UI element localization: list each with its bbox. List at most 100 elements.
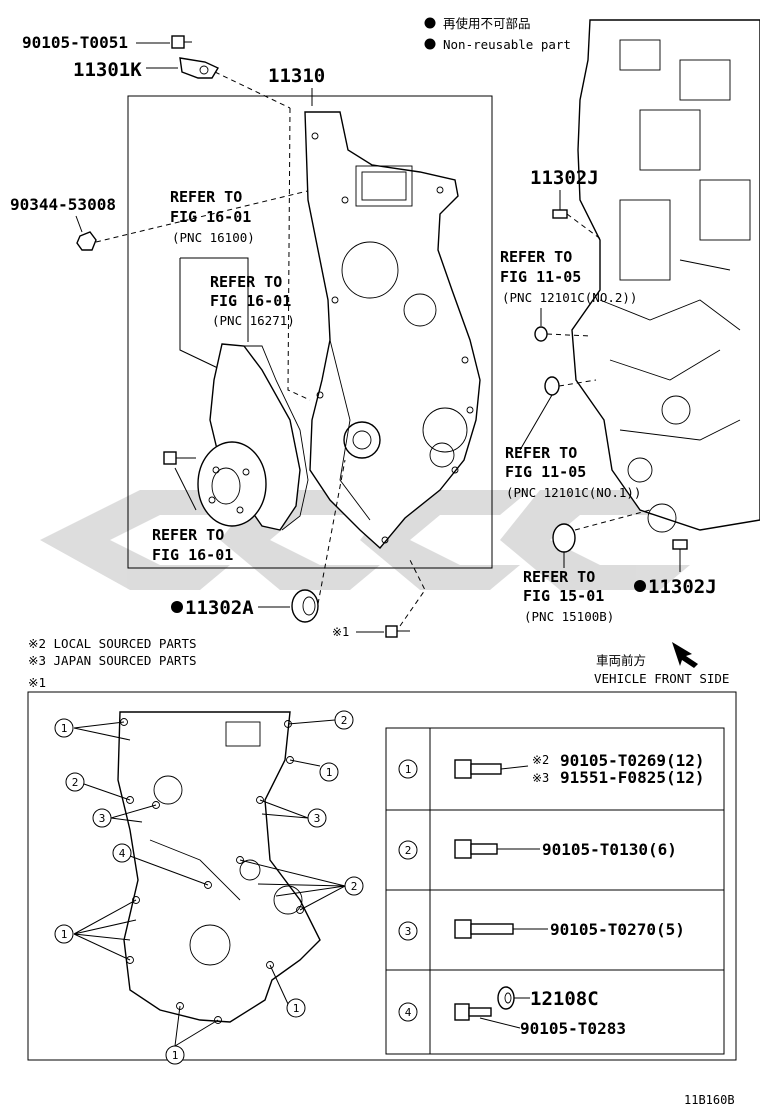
front-arrow-icon (672, 642, 698, 668)
svg-text:REFER TO: REFER TO (505, 444, 577, 462)
callout-3: 3 (259, 799, 327, 828)
part-11310: 11310 (268, 65, 325, 87)
svg-text:91551-F0825(12): 91551-F0825(12) (560, 768, 705, 787)
svg-text:(PNC 12101C(NO.1)): (PNC 12101C(NO.1)) (506, 485, 641, 500)
dowel-pin-icon (552, 209, 568, 219)
callout-2: 2 (65, 772, 131, 801)
non-reusable-dot-icon (634, 580, 646, 592)
refer-to-fig-16-01-c: REFER TO FIG 16-01 (152, 526, 233, 564)
legend-jp: 再使用不可部品 (443, 16, 531, 31)
svg-text:(PNC 16100): (PNC 16100) (172, 230, 255, 245)
part-11302J-bottom: 11302J (648, 576, 717, 598)
non-reusable-dot-icon (424, 17, 436, 29)
cover-frame (127, 95, 493, 569)
bolt-icon (454, 1003, 470, 1021)
svg-text:1: 1 (405, 763, 412, 776)
svg-text:(PNC 12101C(NO.2)): (PNC 12101C(NO.2)) (502, 290, 637, 305)
part-11302J-top: 11302J (530, 167, 599, 189)
part-11302A: 11302A (185, 597, 254, 619)
non-reusable-dot-icon (424, 38, 436, 50)
dowel-pin-icon (672, 539, 688, 550)
svg-text:※2: ※2 (532, 753, 549, 767)
svg-text:VEHICLE FRONT SIDE: VEHICLE FRONT SIDE (594, 671, 729, 686)
figure-code: 11B160B (684, 1093, 735, 1107)
refer-to-fig-11-05-b: REFER TO FIG 11-05 (PNC 12101C(NO.1)) (505, 444, 641, 500)
bolt-icon (385, 625, 410, 638)
star1-mark: ※1 (332, 625, 349, 639)
table-row: 2 90105-T0130(6) (398, 839, 677, 860)
svg-text:3: 3 (405, 925, 412, 938)
svg-text:(PNC 15100B): (PNC 15100B) (524, 609, 614, 624)
svg-text:1: 1 (61, 928, 68, 941)
svg-text:FIG 11-05: FIG 11-05 (500, 268, 581, 286)
callout-3: 3 (92, 804, 157, 828)
table-row: 4 12108C 90105-T0283 (398, 986, 626, 1038)
table-row: 1 ※2 90105-T0269(12) ※3 91551-F0825(12) (398, 751, 705, 787)
callout-1: 1 (54, 899, 137, 961)
svg-text:90105-T0130(6): 90105-T0130(6) (542, 840, 677, 859)
callout-1: 1 (289, 759, 339, 782)
svg-text:(PNC 16271): (PNC 16271) (212, 313, 295, 328)
svg-text:REFER TO: REFER TO (500, 248, 572, 266)
bolt-icon (163, 451, 196, 465)
note-japan-sourced: ※3 JAPAN SOURCED PARTS (28, 653, 197, 668)
svg-text:2: 2 (405, 844, 412, 857)
engine-block (571, 19, 760, 533)
svg-text:FIG 15-01: FIG 15-01 (523, 587, 604, 605)
svg-text:2: 2 (341, 714, 348, 727)
svg-text:REFER TO: REFER TO (170, 188, 242, 206)
callout-4: 4 (112, 843, 209, 886)
refer-to-fig-11-05-a: REFER TO FIG 11-05 (PNC 12101C(NO.2)) (500, 248, 637, 305)
legend-en: Non-reusable part (443, 37, 571, 52)
cover-bolt-layout (117, 711, 321, 1024)
callout-1: 1 (165, 1005, 219, 1065)
o-ring-large-icon (552, 523, 576, 553)
refer-to-fig-16-01-b: REFER TO FIG 16-01 (PNC 16271) (210, 273, 295, 328)
svg-text:FIG 16-01: FIG 16-01 (152, 546, 233, 564)
callout-1: 1 (54, 718, 131, 741)
svg-text:FIG 16-01: FIG 16-01 (170, 208, 251, 226)
bolt-table: 1 ※2 90105-T0269(12) ※3 91551-F0825(12) … (385, 727, 725, 1055)
detail-box (27, 691, 737, 1061)
sensor-icon (179, 57, 220, 79)
svg-text:3: 3 (99, 812, 106, 825)
svg-text:FIG 16-01: FIG 16-01 (210, 292, 291, 310)
part-90105-T0051: 90105-T0051 (22, 33, 128, 52)
table-row: 3 90105-T0270(5) (398, 919, 685, 941)
watermark-logo (40, 490, 700, 590)
callout-1: 1 (269, 964, 306, 1018)
note-local-sourced: ※2 LOCAL SOURCED PARTS (28, 636, 197, 651)
callout-2: 2 (287, 710, 354, 730)
refer-to-fig-15-01: REFER TO FIG 15-01 (PNC 15100B) (523, 568, 614, 624)
legend: 再使用不可部品 Non-reusable part (424, 16, 571, 52)
svg-text:※3: ※3 (532, 771, 549, 785)
washer-icon (497, 986, 515, 1010)
o-ring-small-icon (534, 326, 548, 342)
svg-text:2: 2 (351, 880, 358, 893)
nut-icon (76, 231, 97, 251)
svg-text:車両前方: 車両前方 (596, 653, 646, 668)
svg-text:90105-T0269(12): 90105-T0269(12) (560, 751, 705, 770)
svg-text:1: 1 (293, 1002, 300, 1015)
timing-chain-cover (304, 111, 481, 550)
svg-text:3: 3 (314, 812, 321, 825)
flange-bolt-icon (454, 759, 472, 779)
note-star1: ※1 (28, 675, 46, 690)
svg-text:4: 4 (405, 1006, 412, 1019)
svg-text:1: 1 (326, 766, 333, 779)
svg-text:12108C: 12108C (530, 988, 599, 1010)
part-90344-53008: 90344-53008 (10, 195, 116, 214)
svg-text:4: 4 (119, 847, 126, 860)
part-11301K: 11301K (73, 59, 142, 81)
svg-text:1: 1 (172, 1049, 179, 1062)
refer-to-fig-16-01-a: REFER TO FIG 16-01 (PNC 16100) (170, 188, 255, 245)
non-reusable-dot-icon (171, 601, 183, 613)
flange-bolt-icon (454, 919, 472, 939)
vehicle-front-side: 車両前方 VEHICLE FRONT SIDE (594, 642, 729, 686)
bolt-icon (171, 35, 192, 49)
oil-seal-icon (291, 589, 319, 623)
svg-text:90105-T0270(5): 90105-T0270(5) (550, 920, 685, 939)
callout-2: 2 (239, 859, 364, 911)
water-pump (197, 343, 309, 531)
